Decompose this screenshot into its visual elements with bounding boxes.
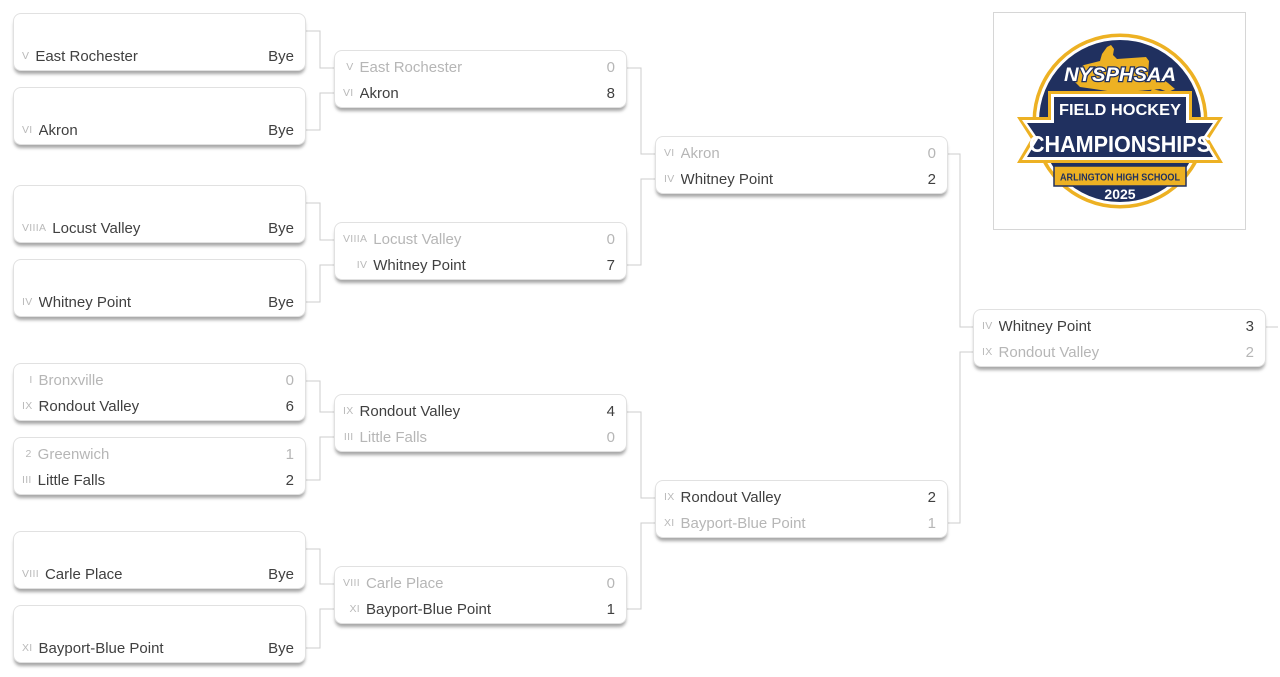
team-name: Akron bbox=[38, 121, 78, 139]
seed: 2 bbox=[25, 448, 32, 460]
score: 6 bbox=[285, 397, 294, 415]
seed: VI bbox=[22, 124, 33, 136]
match-r1-8[interactable]: XI Bayport-Blue Point Bye bbox=[13, 605, 306, 663]
score: Bye bbox=[268, 639, 294, 657]
seed: IV bbox=[356, 259, 368, 271]
match-r1-3[interactable]: VIIIA Locust Valley Bye bbox=[13, 185, 306, 243]
match-r1-4[interactable]: IV Whitney Point Bye bbox=[13, 259, 306, 317]
seed: V bbox=[346, 61, 354, 73]
score: 0 bbox=[606, 574, 615, 592]
seed: III bbox=[22, 474, 32, 486]
score: 2 bbox=[285, 471, 294, 489]
match-r1-5[interactable]: I Bronxville 0 IX Rondout Valley 6 bbox=[13, 363, 306, 421]
seed: I bbox=[29, 374, 33, 386]
nysphsaa-badge-logo: NYSPHSAA FIELD HOCKEY CHAMPIONSHIPS ARLI… bbox=[1016, 33, 1223, 209]
score: Bye bbox=[268, 293, 294, 311]
team-name: Locust Valley bbox=[373, 230, 462, 248]
seed: VI bbox=[343, 87, 354, 99]
team-name: Bronxville bbox=[38, 371, 104, 389]
score: 1 bbox=[285, 445, 294, 463]
team-name: Little Falls bbox=[37, 471, 106, 489]
logo-event-text: CHAMPIONSHIPS bbox=[1029, 131, 1211, 157]
team-name: Akron bbox=[359, 84, 399, 102]
score: 0 bbox=[606, 428, 615, 446]
team-name: Little Falls bbox=[359, 428, 428, 446]
score: 1 bbox=[606, 600, 615, 618]
seed: VIIIA bbox=[22, 222, 47, 234]
score: 2 bbox=[1245, 343, 1254, 361]
score: 4 bbox=[606, 402, 615, 420]
team-name: Whitney Point bbox=[998, 317, 1092, 335]
logo-venue-text: ARLINGTON HIGH SCHOOL bbox=[1060, 172, 1180, 184]
seed: IV bbox=[664, 173, 675, 185]
seed: IV bbox=[982, 320, 993, 332]
team-name: Locust Valley bbox=[52, 219, 141, 237]
team-name: Greenwich bbox=[37, 445, 110, 463]
match-final[interactable]: IV Whitney Point 3 IX Rondout Valley 2 bbox=[973, 309, 1266, 367]
team-name: Rondout Valley bbox=[998, 343, 1100, 361]
team-name: Whitney Point bbox=[680, 170, 774, 188]
team-name: Bayport-Blue Point bbox=[365, 600, 492, 618]
team-name: Carle Place bbox=[365, 574, 444, 592]
seed: VIII bbox=[22, 568, 39, 580]
seed: IX bbox=[982, 346, 993, 358]
score: 7 bbox=[606, 256, 615, 274]
seed: VIIIA bbox=[343, 233, 368, 245]
match-r2-2[interactable]: VIIIA Locust Valley 0 IV Whitney Point 7 bbox=[334, 222, 627, 280]
score: 2 bbox=[927, 170, 936, 188]
team-name: Whitney Point bbox=[38, 293, 132, 311]
seed: VIII bbox=[343, 577, 360, 589]
match-r1-1[interactable]: V East Rochester Bye bbox=[13, 13, 306, 71]
score: 8 bbox=[606, 84, 615, 102]
score: Bye bbox=[268, 121, 294, 139]
team-name: Carle Place bbox=[44, 565, 123, 583]
logo-sport-text: FIELD HOCKEY bbox=[1059, 102, 1181, 119]
match-r2-1[interactable]: V East Rochester 0 VI Akron 8 bbox=[334, 50, 627, 108]
match-r1-7[interactable]: VIII Carle Place Bye bbox=[13, 531, 306, 589]
match-r1-2[interactable]: VI Akron Bye bbox=[13, 87, 306, 145]
ribbon-banner bbox=[1016, 91, 1223, 163]
match-sf-1[interactable]: VI Akron 0 IV Whitney Point 2 bbox=[655, 136, 948, 194]
seed: XI bbox=[349, 603, 360, 615]
team-name: Rondout Valley bbox=[680, 488, 782, 506]
score: 0 bbox=[927, 144, 936, 162]
score: 3 bbox=[1245, 317, 1254, 335]
score: Bye bbox=[268, 47, 294, 65]
score: Bye bbox=[268, 565, 294, 583]
seed: XI bbox=[22, 642, 33, 654]
seed: V bbox=[22, 50, 30, 62]
score: 2 bbox=[927, 488, 936, 506]
seed: XI bbox=[664, 517, 675, 529]
logo-org-text: NYSPHSAA bbox=[1064, 65, 1176, 86]
team-name: Whitney Point bbox=[373, 256, 466, 274]
score: Bye bbox=[268, 219, 294, 237]
score: 0 bbox=[606, 58, 615, 76]
seed: IV bbox=[22, 296, 33, 308]
team-name: East Rochester bbox=[359, 58, 463, 76]
match-sf-2[interactable]: IX Rondout Valley 2 XI Bayport-Blue Point 1 bbox=[655, 480, 948, 538]
match-r1-6[interactable]: 2 Greenwich 1 III Little Falls 2 bbox=[13, 437, 306, 495]
team-name: Bayport-Blue Point bbox=[680, 514, 806, 532]
match-r2-3[interactable]: IX Rondout Valley 4 III Little Falls 0 bbox=[334, 394, 627, 452]
championship-logo-card: NYSPHSAA FIELD HOCKEY CHAMPIONSHIPS ARLI… bbox=[993, 12, 1246, 230]
seed: IX bbox=[343, 405, 354, 417]
seed: III bbox=[343, 431, 354, 443]
score: 1 bbox=[927, 514, 936, 532]
score: 0 bbox=[285, 371, 294, 389]
seed: IX bbox=[664, 491, 675, 503]
team-name: East Rochester bbox=[35, 47, 138, 65]
team-name: Bayport-Blue Point bbox=[38, 639, 164, 657]
score: 0 bbox=[606, 230, 615, 248]
match-r2-4[interactable]: VIII Carle Place 0 XI Bayport-Blue Point 1 bbox=[334, 566, 627, 624]
logo-year-text: 2025 bbox=[1104, 186, 1135, 202]
team-name: Rondout Valley bbox=[359, 402, 461, 420]
team-name: Akron bbox=[680, 144, 720, 162]
team-name: Rondout Valley bbox=[38, 397, 140, 415]
seed: IX bbox=[22, 400, 33, 412]
seed: VI bbox=[664, 147, 675, 159]
